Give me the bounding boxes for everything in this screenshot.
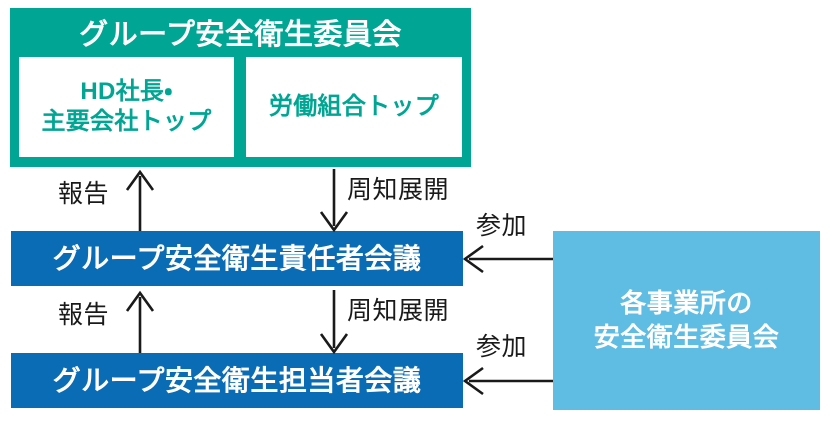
- arrow-label-join-2: 参加: [476, 333, 528, 361]
- arrow-label-report-1: 報告: [58, 180, 110, 208]
- arrow-label-join-1: 参加: [476, 212, 528, 240]
- arrow-spread-1-icon: [319, 169, 349, 233]
- committee-member-label: HD社長・主要会社トップ: [41, 78, 212, 135]
- arrow-label-report-2: 報告: [58, 301, 110, 329]
- arrow-report-2-icon: [125, 290, 155, 353]
- arrow-join-2-icon: [462, 366, 553, 396]
- committee-member-label: 労働組合トップ: [268, 93, 440, 120]
- group-committee-title: グループ安全衛生委員会: [79, 18, 402, 51]
- committee-member-hd-president: HD社長・主要会社トップ: [19, 57, 234, 157]
- arrow-label-spread-2: 周知展開: [347, 297, 450, 325]
- staff-meeting-box: グループ安全衛生担当者会議: [11, 353, 463, 408]
- managers-meeting-label: グループ安全衛生責任者会議: [52, 242, 422, 274]
- managers-meeting-box: グループ安全衛生責任者会議: [11, 231, 463, 286]
- staff-meeting-label: グループ安全衛生担当者会議: [52, 364, 422, 396]
- arrow-report-1-icon: [125, 169, 155, 231]
- site-safety-committee-line2: 安全衛生委員会: [593, 321, 780, 352]
- committee-member-union-top: 労働組合トップ: [246, 57, 462, 157]
- arrow-spread-2-icon: [319, 290, 349, 355]
- site-safety-committee-line1: 各事業所の: [620, 287, 753, 318]
- arrow-label-spread-1: 周知展開: [347, 176, 450, 204]
- site-safety-committee-box: 各事業所の 安全衛生委員会: [553, 231, 820, 410]
- group-committee-block: グループ安全衛生委員会 HD社長・主要会社トップ 労働組合トップ: [10, 8, 471, 167]
- arrow-join-1-icon: [462, 244, 553, 274]
